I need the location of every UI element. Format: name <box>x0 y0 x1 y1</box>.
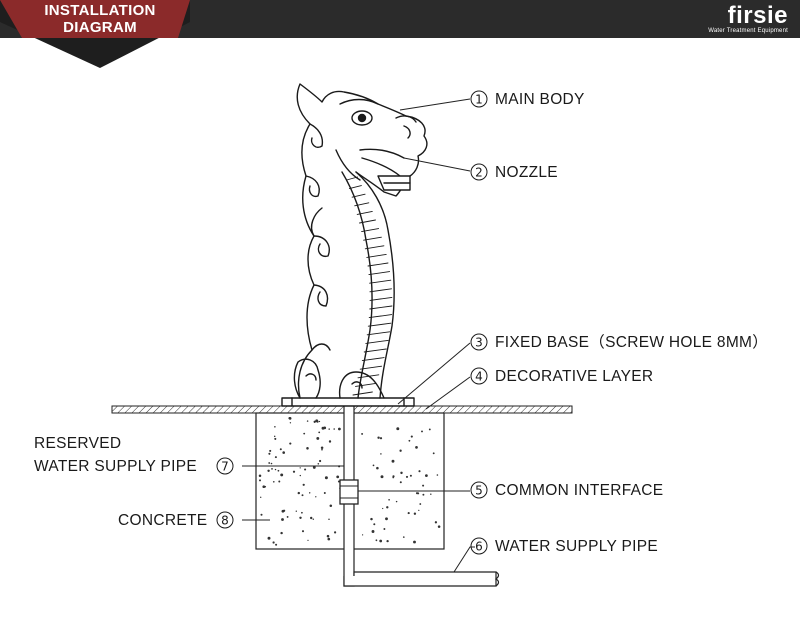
number-badge-3 <box>470 333 488 351</box>
label-text-nozzle: NOZZLE <box>495 164 558 181</box>
number-badge-4 <box>470 367 488 385</box>
label-number-2: 2 <box>475 166 483 180</box>
label-main-body: 1 MAIN BODY <box>470 90 585 108</box>
label-fixed-base: 3 FIXED BASE（SCREW HOLE 8MM） <box>470 333 768 351</box>
brand-logo: firsie Water Treatment Equipment <box>698 4 788 36</box>
label-number-6: 6 <box>475 540 483 554</box>
label-text-decorative-layer: DECORATIVE LAYER <box>495 368 653 385</box>
label-nozzle: 2 NOZZLE <box>470 163 558 181</box>
title-badge <box>0 0 190 68</box>
label-common-interface: 5 COMMON INTERFACE <box>470 481 663 499</box>
number-badge-1 <box>470 90 488 108</box>
ground-decorative-layer <box>111 405 573 414</box>
label-number-4: 4 <box>475 370 483 384</box>
label-reserved-water-supply-pipe: RESERVED WATER SUPPLY PIPE 7 <box>34 435 234 475</box>
label-text-main-body: MAIN BODY <box>495 91 585 108</box>
label-concrete: CONCRETE 8 <box>118 511 234 529</box>
logo-name: firsie <box>727 2 788 29</box>
label-text-fixed-base: FIXED BASE（SCREW HOLE 8MM） <box>495 334 768 351</box>
leader-lines <box>242 98 475 573</box>
label-number-1: 1 <box>475 93 483 107</box>
label-number-7: 7 <box>221 460 229 474</box>
dragon-statue <box>281 83 428 407</box>
number-badge-8 <box>216 511 234 529</box>
label-text-reserved: RESERVED <box>34 435 121 452</box>
logo-subtitle: Water Treatment Equipment <box>708 28 788 34</box>
label-number-3: 3 <box>475 336 483 350</box>
label-number-5: 5 <box>475 484 483 498</box>
label-water-supply-pipe: 6 WATER SUPPLY PIPE <box>470 537 658 555</box>
badge-title-line2: DIAGRAM <box>63 19 137 36</box>
number-badge-2 <box>470 163 488 181</box>
number-badge-6 <box>470 537 488 555</box>
common-interface-fitting <box>339 479 359 505</box>
label-text-reserved-pipe: WATER SUPPLY PIPE <box>34 458 197 475</box>
label-number-8: 8 <box>221 514 229 528</box>
label-text-common-interface: COMMON INTERFACE <box>495 482 663 499</box>
label-text-water-supply-pipe: WATER SUPPLY PIPE <box>495 538 658 555</box>
concrete-speckles <box>258 416 441 546</box>
label-decorative-layer: 4 DECORATIVE LAYER <box>470 367 653 385</box>
label-text-concrete: CONCRETE <box>118 512 207 529</box>
number-badge-7 <box>216 457 234 475</box>
badge-title-line1: INSTALLATION <box>44 2 156 19</box>
number-badge-5 <box>470 481 488 499</box>
